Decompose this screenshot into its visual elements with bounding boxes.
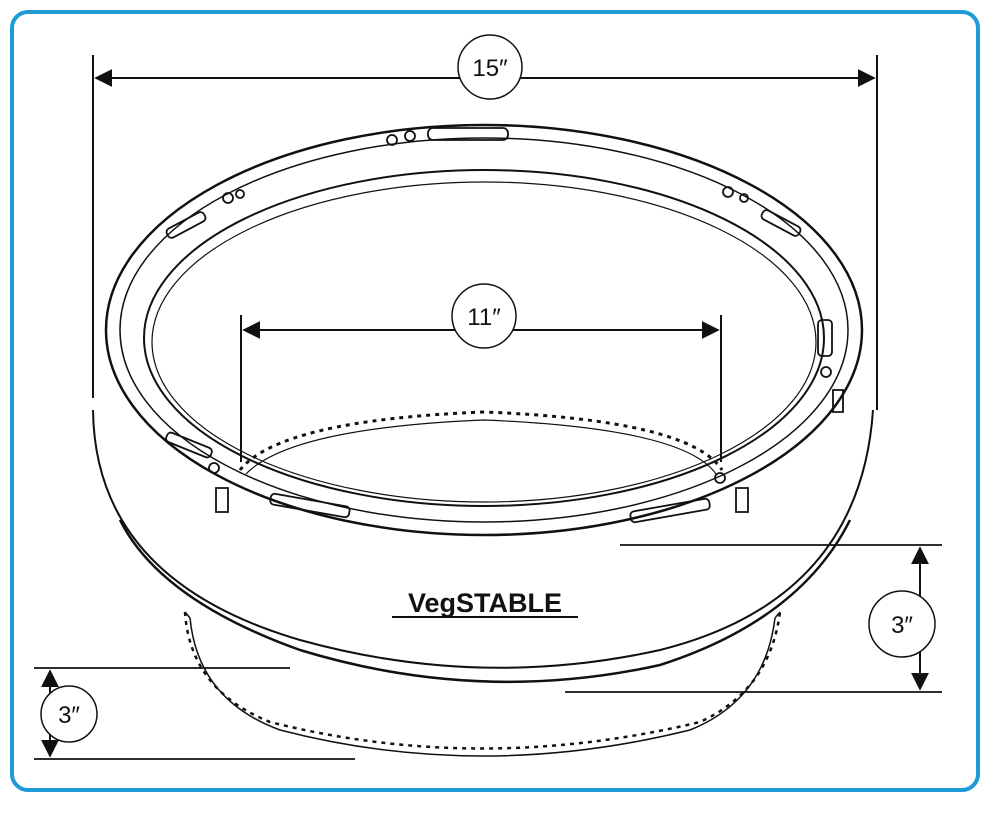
product-name: VegSTABLE — [408, 588, 562, 618]
upper-height-label: 3″ — [891, 612, 913, 639]
lower-height-label: 3″ — [58, 702, 80, 729]
inner-serrated-ring — [238, 410, 724, 475]
rim-slots — [165, 127, 833, 524]
product-label-group: VegSTABLE — [392, 588, 578, 618]
rim-clips — [215, 389, 844, 513]
outer-diameter-dimension: 15″ — [92, 34, 878, 410]
lower-height-dimension: 3″ — [34, 667, 355, 760]
upper-height-dimension: 3″ — [565, 544, 942, 693]
lower-serrated-skirt — [183, 611, 782, 757]
outer-diameter-label: 15″ — [472, 55, 508, 82]
outer-body — [92, 409, 874, 684]
inner-diameter-label: 11″ — [467, 304, 501, 331]
top-rim — [104, 123, 864, 537]
inner-diameter-dimension: 11″ — [240, 283, 722, 462]
